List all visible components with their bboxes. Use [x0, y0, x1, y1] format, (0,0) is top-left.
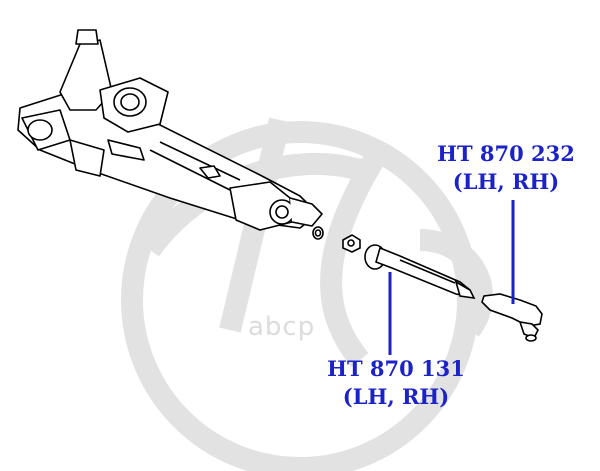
watermark-logo [121, 117, 493, 471]
callout-tie-rod-end-side: (LH, RH) [452, 169, 560, 195]
callout-inner-tie-rod-side: (LH, RH) [342, 384, 450, 410]
callout-inner-tie-rod-part-number: HT 870 131 [327, 356, 465, 381]
tie-rod-end [481, 293, 543, 342]
callout-tie-rod-end: HT 870 232 (LH, RH) [418, 140, 594, 197]
bushing-parts [312, 226, 361, 253]
inner-tie-rod [364, 244, 476, 300]
callout-tie-rod-end-part-number: HT 870 232 [437, 141, 575, 166]
callout-inner-tie-rod: HT 870 131 (LH, RH) [308, 355, 484, 412]
watermark-text: аbcp [248, 312, 316, 342]
steering-rack-housing [17, 29, 323, 231]
